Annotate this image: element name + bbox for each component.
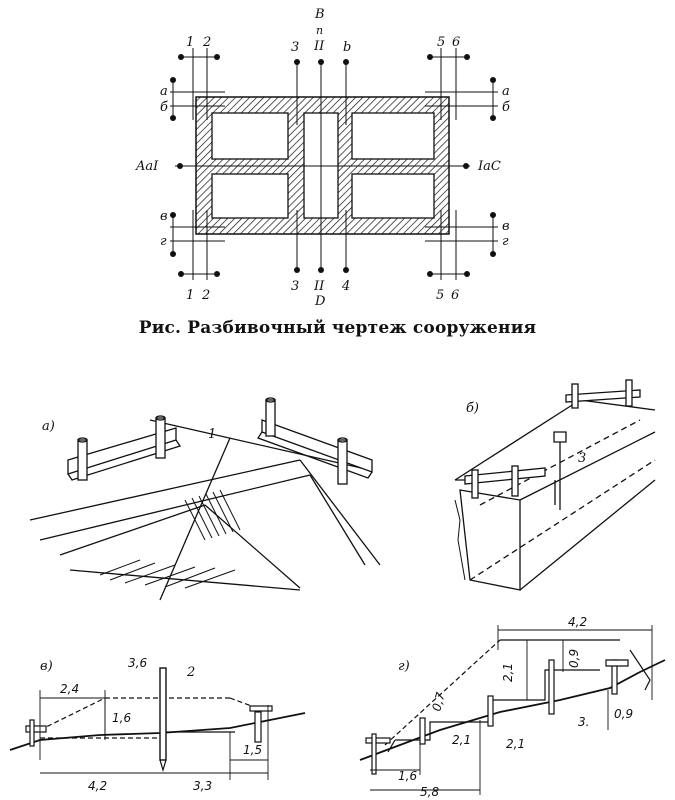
panel-g-dim-4-2: 4,2 [568, 615, 587, 629]
figure-caption: Рис. Разбивочный чертеж сооружения [138, 318, 537, 338]
panel-a-callout: 1 [208, 427, 216, 442]
stake-ticks [172, 56, 494, 275]
horizontal-axis-lines [170, 91, 498, 242]
panel-b-trench [454, 379, 656, 591]
panel-v-dim-3-3: 3,3 [193, 779, 212, 793]
panel-g-dim-2-1-low: 2,1 [452, 733, 471, 747]
panel-v-label: в) [40, 659, 53, 674]
panel-v-labels: в) 2 3,6 2,4 1,6 1,5 4,2 3,3 [40, 656, 262, 793]
panel-v-dim-3-6: 3,6 [128, 656, 147, 670]
panel-g-dim-2-1-mid: 2,1 [506, 737, 525, 751]
axis-label-top-3: 3 [291, 40, 299, 55]
panel-v-dim-1-6: 1,6 [112, 711, 131, 725]
left-label-v: в [160, 209, 168, 224]
axis-label-bottom-3: 3 [291, 279, 299, 294]
panel-g-dim-0-7: 0,7 [429, 690, 448, 712]
right-label-g: г [502, 234, 509, 249]
left-label-a: a [160, 84, 168, 99]
axis-label-top-2: 2 [202, 35, 211, 50]
left-label-g: г [160, 234, 167, 249]
panel-a-label: а) [42, 419, 55, 434]
panel-g-dim-3: 3. [578, 715, 589, 729]
panel-g-dim-0-9-top: 0,9 [567, 649, 581, 668]
axis-center-top-2: п [316, 24, 323, 37]
panel-g-dim-0-9-right: 0,9 [614, 707, 633, 721]
panel-g-label: г) [398, 659, 410, 674]
axis-center-top-3: II [313, 39, 325, 54]
panel-g-dim-2-1-top: 2,1 [501, 663, 515, 682]
plan-labels: 1 2 3 b 5 6 B п II 1 2 3 4 5 6 II D a б … [135, 7, 510, 309]
right-label-a: a [502, 84, 510, 99]
axis-label-bottom-4: 4 [341, 279, 350, 294]
axis-center-bottom-2: D [314, 294, 326, 309]
panel-v-callout: 2 [186, 665, 195, 680]
panel-b-label: б) [466, 401, 479, 416]
panel-g-dim-5-8: 5,8 [420, 785, 439, 799]
panel-a-batter-boards [29, 397, 381, 601]
panel-v-dim-2-4: 2,4 [60, 682, 79, 696]
right-axis-label: IaC [477, 159, 501, 174]
axis-label-bottom-2: 2 [201, 288, 210, 303]
panel-g-stepped-section [359, 625, 666, 795]
panel-v-section [9, 667, 306, 780]
axis-label-top-4: b [343, 40, 351, 55]
axis-label-bottom-1: 1 [186, 288, 194, 303]
right-label-b: б [502, 100, 510, 115]
axis-label-bottom-5: 5 [436, 288, 444, 303]
panel-b-callout: 3 [578, 451, 586, 466]
panel-g-dim-1-6: 1,6 [398, 769, 417, 783]
left-axis-label: AaI [135, 159, 159, 174]
axis-center-bottom-1: II [313, 279, 325, 294]
setting-out-plan [170, 48, 498, 280]
axis-center-top-1: B [314, 7, 325, 22]
axis-label-top-1: 1 [186, 35, 194, 50]
right-label-v: в [502, 219, 510, 234]
panel-v-dim-4-2: 4,2 [88, 779, 107, 793]
axis-label-top-5: 5 [437, 35, 445, 50]
panel-g-labels: г) 4,2 2,1 0,9 0,7 2,1 2,1 3. 0,9 1,6 5,… [398, 615, 633, 799]
panel-v-dim-1-5: 1,5 [243, 743, 262, 757]
left-label-b: б [160, 100, 168, 115]
axis-label-bottom-6: 6 [451, 288, 459, 303]
axis-label-top-6: 6 [452, 35, 460, 50]
